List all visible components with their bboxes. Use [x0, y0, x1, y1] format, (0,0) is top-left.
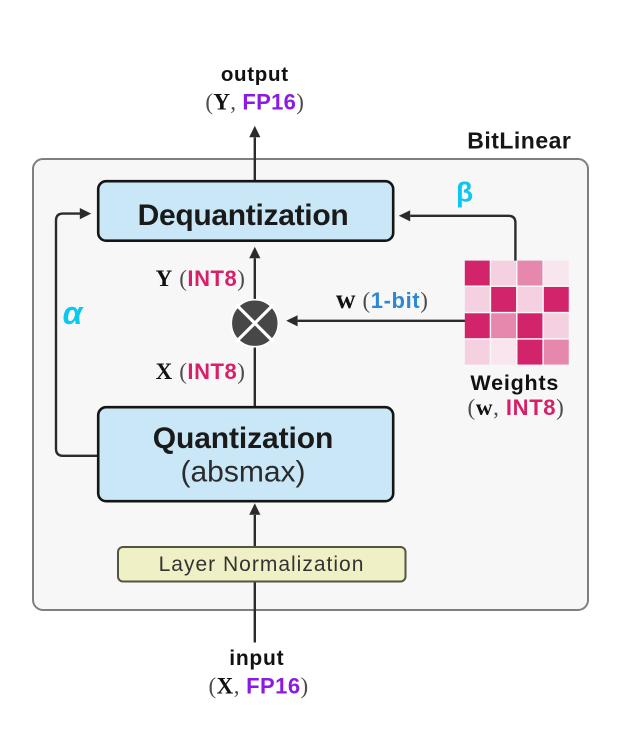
svg-text:Layer Normalization: Layer Normalization	[159, 553, 365, 576]
svg-text:w (1-bit): w (1-bit)	[336, 284, 429, 314]
svg-text:X (INT8): X (INT8)	[156, 359, 246, 384]
svg-text:(Y, FP16): (Y, FP16)	[205, 90, 304, 115]
svg-text:BitLinear: BitLinear	[467, 128, 571, 154]
svg-text:Quantization: Quantization	[153, 422, 333, 455]
svg-text:α: α	[63, 295, 84, 331]
svg-text:β: β	[456, 177, 473, 208]
svg-text:Weights: Weights	[470, 371, 559, 395]
svg-text:(w, INT8): (w, INT8)	[468, 395, 565, 420]
svg-text:input: input	[229, 647, 284, 670]
svg-text:(absmax): (absmax)	[180, 456, 305, 489]
svg-text:Dequantization: Dequantization	[138, 199, 349, 232]
svg-text:output: output	[221, 63, 289, 86]
svg-text:(X, FP16): (X, FP16)	[209, 674, 309, 699]
svg-text:Y (INT8): Y (INT8)	[156, 266, 246, 291]
